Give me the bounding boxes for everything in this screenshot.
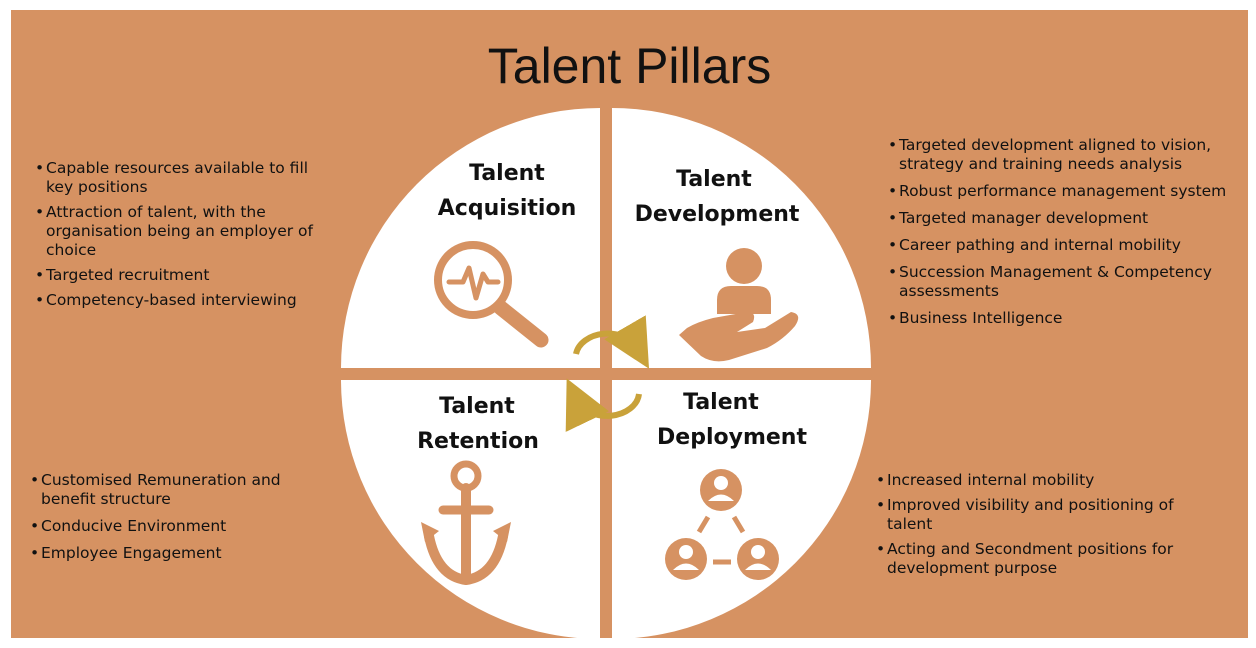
- slide: Talent Pillars Talent Acquisition Talent…: [11, 10, 1248, 638]
- list-item: Competency-based interviewing: [35, 291, 335, 310]
- cycle-arrows-icon: [565, 315, 650, 433]
- list-item: Improved visibility and positioning of t…: [876, 496, 1216, 534]
- list-item: Acting and Secondment positions for deve…: [876, 540, 1216, 578]
- list-item: Customised Remuneration and benefit stru…: [30, 471, 330, 509]
- acquisition-bullet-list: Capable resources available to fill key …: [35, 159, 335, 316]
- quadrant-acquisition: [341, 108, 600, 368]
- anchor-icon: [421, 460, 511, 586]
- list-item: Conducive Environment: [30, 517, 330, 536]
- page-title: Talent Pillars: [487, 38, 772, 94]
- person-on-hand-icon: [679, 248, 799, 362]
- deployment-title-line2: Deployment: [657, 425, 807, 450]
- list-item: Capable resources available to fill key …: [35, 159, 335, 197]
- deployment-title-line1: Talent: [683, 390, 759, 415]
- list-item: Employee Engagement: [30, 544, 330, 563]
- development-title-line2: Development: [635, 202, 800, 227]
- list-item: Increased internal mobility: [876, 471, 1216, 490]
- acquisition-title-line1: Talent: [469, 161, 545, 186]
- people-network-icon: [665, 469, 779, 580]
- quadrant-deployment: [612, 380, 871, 638]
- acquisition-title-line2: Acquisition: [438, 196, 577, 221]
- deployment-bullet-list: Increased internal mobility Improved vis…: [876, 471, 1216, 584]
- quadrant-development: [612, 108, 871, 368]
- list-item: Attraction of talent, with the organisat…: [35, 203, 335, 260]
- retention-bullet-list: Customised Remuneration and benefit stru…: [30, 471, 330, 571]
- list-item: Targeted recruitment: [35, 266, 335, 285]
- list-item: Succession Management & Competency asses…: [888, 263, 1228, 301]
- list-item: Career pathing and internal mobility: [888, 236, 1228, 255]
- retention-title-line1: Talent: [439, 394, 515, 419]
- list-item: Targeted manager development: [888, 209, 1228, 228]
- list-item: Robust performance management system: [888, 182, 1228, 201]
- list-item: Targeted development aligned to vision, …: [888, 136, 1228, 174]
- talent-pillars-diagram: Talent Acquisition Talent Development Ta…: [341, 108, 871, 638]
- list-item: Business Intelligence: [888, 309, 1228, 328]
- retention-title-line2: Retention: [417, 429, 539, 454]
- development-bullet-list: Targeted development aligned to vision, …: [888, 136, 1228, 336]
- development-title-line1: Talent: [676, 167, 752, 192]
- magnifier-pulse-icon: [434, 241, 549, 348]
